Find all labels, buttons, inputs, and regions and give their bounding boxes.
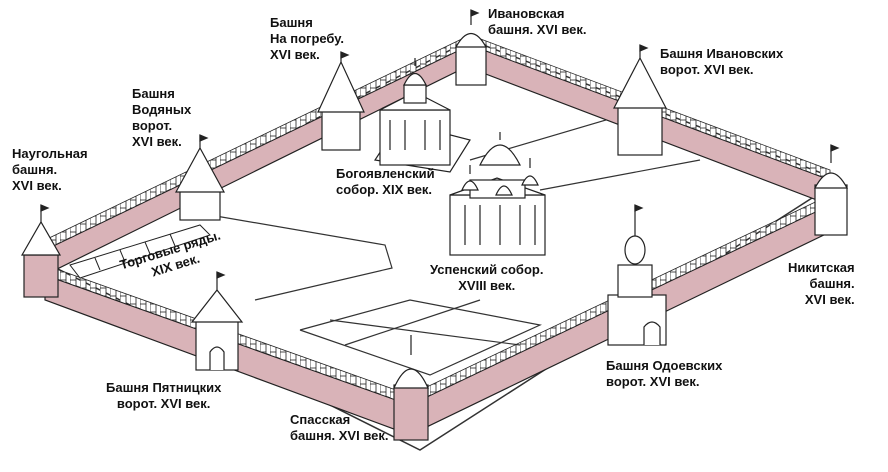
label-line: XVI век.	[804, 292, 855, 307]
bogoyavlensky-cathedral	[373, 58, 471, 173]
label-na-pogrebu: Башня На погребу. XVI век.	[270, 15, 344, 63]
label-odoevskih-vorot: Башня Одоевских ворот. XVI век.	[606, 358, 722, 390]
label-line: Башня Пятницких	[106, 380, 222, 395]
label-line: Башня Ивановских	[660, 46, 784, 61]
label-line: XVI век.	[270, 47, 320, 62]
label-ivanovskih-vorot: Башня Ивановских ворот. XVI век.	[660, 46, 783, 78]
label-naugolnaya: Наугольная башня. XVI век.	[12, 146, 88, 194]
label-line: башня.	[809, 276, 855, 291]
tower-odoevskih-vorot	[607, 204, 667, 346]
label-line: Никитская	[788, 260, 855, 275]
label-line: Успенский собор.	[430, 262, 544, 277]
label-line: Водяных	[132, 102, 192, 117]
label-line: Башня Одоевских	[606, 358, 723, 373]
trading-rows	[69, 224, 211, 279]
tower-ivanovskaya	[454, 9, 488, 86]
tower-pyatnitskih-vorot	[190, 271, 244, 371]
label-line: На погребу.	[270, 31, 344, 46]
label-line: ворот.	[132, 118, 173, 133]
label-uspensky: Успенский собор. XVIII век.	[430, 262, 543, 294]
label-line: башня.	[12, 162, 58, 177]
label-nikitskaya: Никитская башня. XVI век.	[788, 260, 855, 308]
label-line: XVI век.	[12, 178, 62, 193]
tower-spasskaya	[393, 335, 429, 441]
label-line: XVIII век.	[458, 278, 516, 293]
label-ivanovskaya: Ивановская башня. XVI век.	[488, 6, 587, 38]
label-line: башня. XVI век.	[488, 22, 587, 37]
tower-ivanovskih-vorot	[613, 44, 667, 156]
tower-naugolnaya	[20, 204, 62, 298]
label-line: Наугольная	[12, 146, 88, 161]
label-line: ворот. XVI век.	[116, 396, 211, 411]
label-line: Ивановская	[488, 6, 565, 21]
label-line: ворот. XVI век.	[606, 374, 700, 389]
uspensky-cathedral	[449, 132, 546, 256]
label-spasskaya: Спасская башня. XVI век.	[290, 412, 389, 444]
label-vodyanyh-vorot: Башня Водяных ворот. XVI век.	[132, 86, 191, 150]
label-line: ворот. XVI век.	[660, 62, 754, 77]
tower-vodyanyh-vorot	[174, 134, 226, 221]
label-line: Башня	[132, 86, 175, 101]
tower-na-pogrebu	[317, 51, 365, 151]
label-line: Богоявленский	[336, 166, 435, 181]
label-line: Башня	[270, 15, 313, 30]
label-line: башня. XVI век.	[290, 428, 389, 443]
label-line: Спасская	[290, 412, 351, 427]
tower-nikitskaya	[813, 144, 849, 236]
label-line: собор. XIX век.	[336, 182, 433, 197]
label-bogoyavlensky: Богоявленский собор. XIX век.	[336, 166, 435, 198]
towers	[20, 9, 849, 441]
label-line: XVI век.	[132, 134, 182, 149]
label-pyatnitskih-vorot: Башня Пятницких ворот. XVI век.	[106, 380, 221, 412]
